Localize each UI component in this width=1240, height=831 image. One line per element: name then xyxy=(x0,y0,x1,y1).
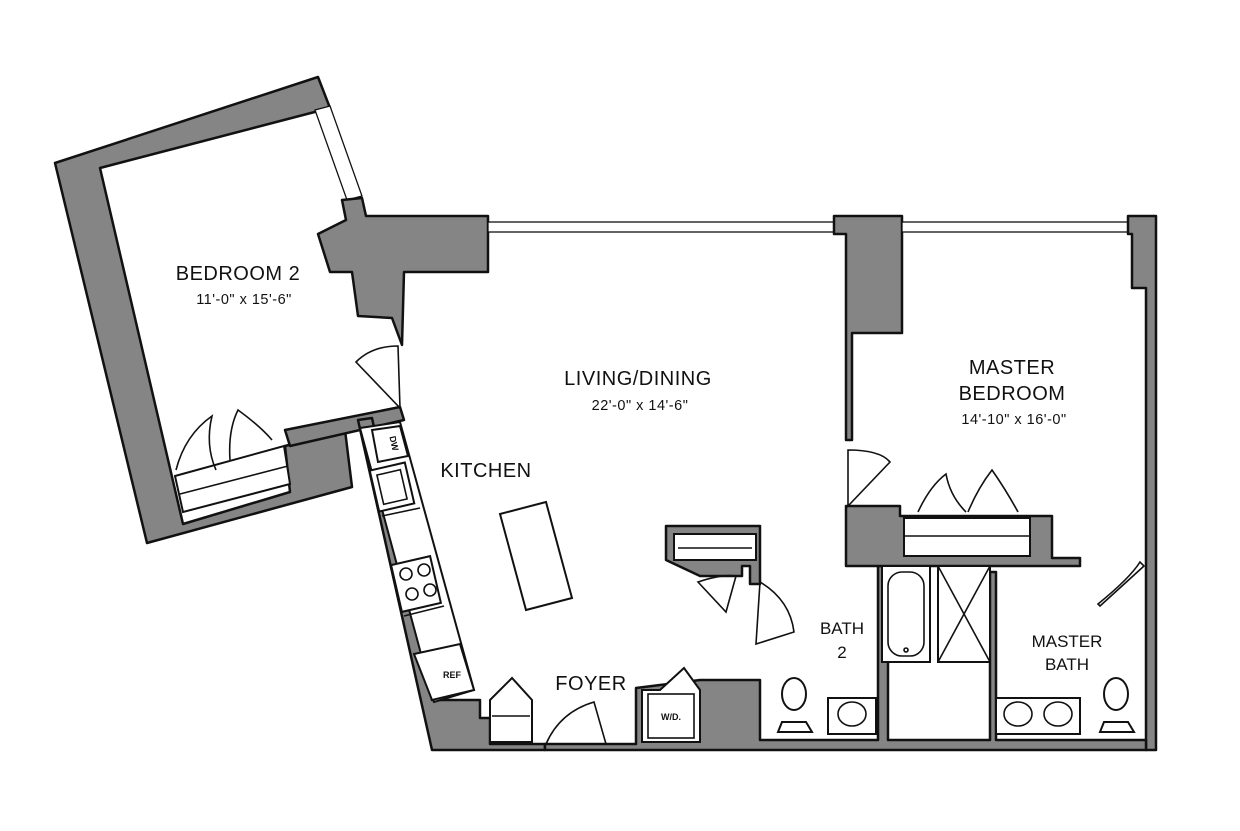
column-bedroom2-living xyxy=(316,196,490,347)
kitchen-counter xyxy=(358,420,476,704)
washer-dryer-label: W/D. xyxy=(661,712,681,722)
washer-dryer-closet xyxy=(641,666,701,743)
bedroom2-closet xyxy=(173,408,292,514)
dishwasher-label: DW xyxy=(387,435,400,452)
master-bath-name-line1: MASTER xyxy=(1032,632,1103,651)
entry-door xyxy=(544,701,608,745)
master-name-line2: BEDROOM xyxy=(959,383,1066,405)
master-closet xyxy=(903,468,1031,557)
bedroom2-name: BEDROOM 2 xyxy=(176,263,301,285)
bedroom2-outer-wall xyxy=(53,75,354,545)
master-name-line1: MASTER xyxy=(969,357,1055,379)
living-dims: 22'-0" x 14'-6" xyxy=(592,398,689,414)
master-dims: 14'-10" x 16'-0" xyxy=(961,412,1066,428)
living-name: LIVING/DINING xyxy=(564,368,712,390)
bedroom2-door xyxy=(354,345,401,411)
bedroom2-window xyxy=(314,105,363,201)
linen-closet xyxy=(673,533,757,614)
bath2 xyxy=(776,565,931,735)
foyer-closet xyxy=(489,676,533,743)
kitchen-island xyxy=(498,500,574,612)
bath2-name-line2: 2 xyxy=(837,643,846,662)
column-living-master xyxy=(832,214,904,442)
bath2-name-line1: BATH xyxy=(820,619,864,638)
foyer-name: FOYER xyxy=(555,673,626,695)
master-bath-name-line2: BATH xyxy=(1045,655,1089,674)
living-window xyxy=(487,221,835,233)
master-window xyxy=(901,221,1129,233)
kitchen-name: KITCHEN xyxy=(440,460,531,482)
bedroom2-dims: 11'-0" x 15'-6" xyxy=(196,292,292,308)
master-right-wall xyxy=(1126,214,1158,752)
refrigerator-label: REF xyxy=(443,670,462,680)
master-bath xyxy=(937,560,1146,735)
master-door xyxy=(847,449,892,508)
bedroom2-kitchen-partition xyxy=(283,405,406,448)
bath2-door xyxy=(755,580,795,646)
